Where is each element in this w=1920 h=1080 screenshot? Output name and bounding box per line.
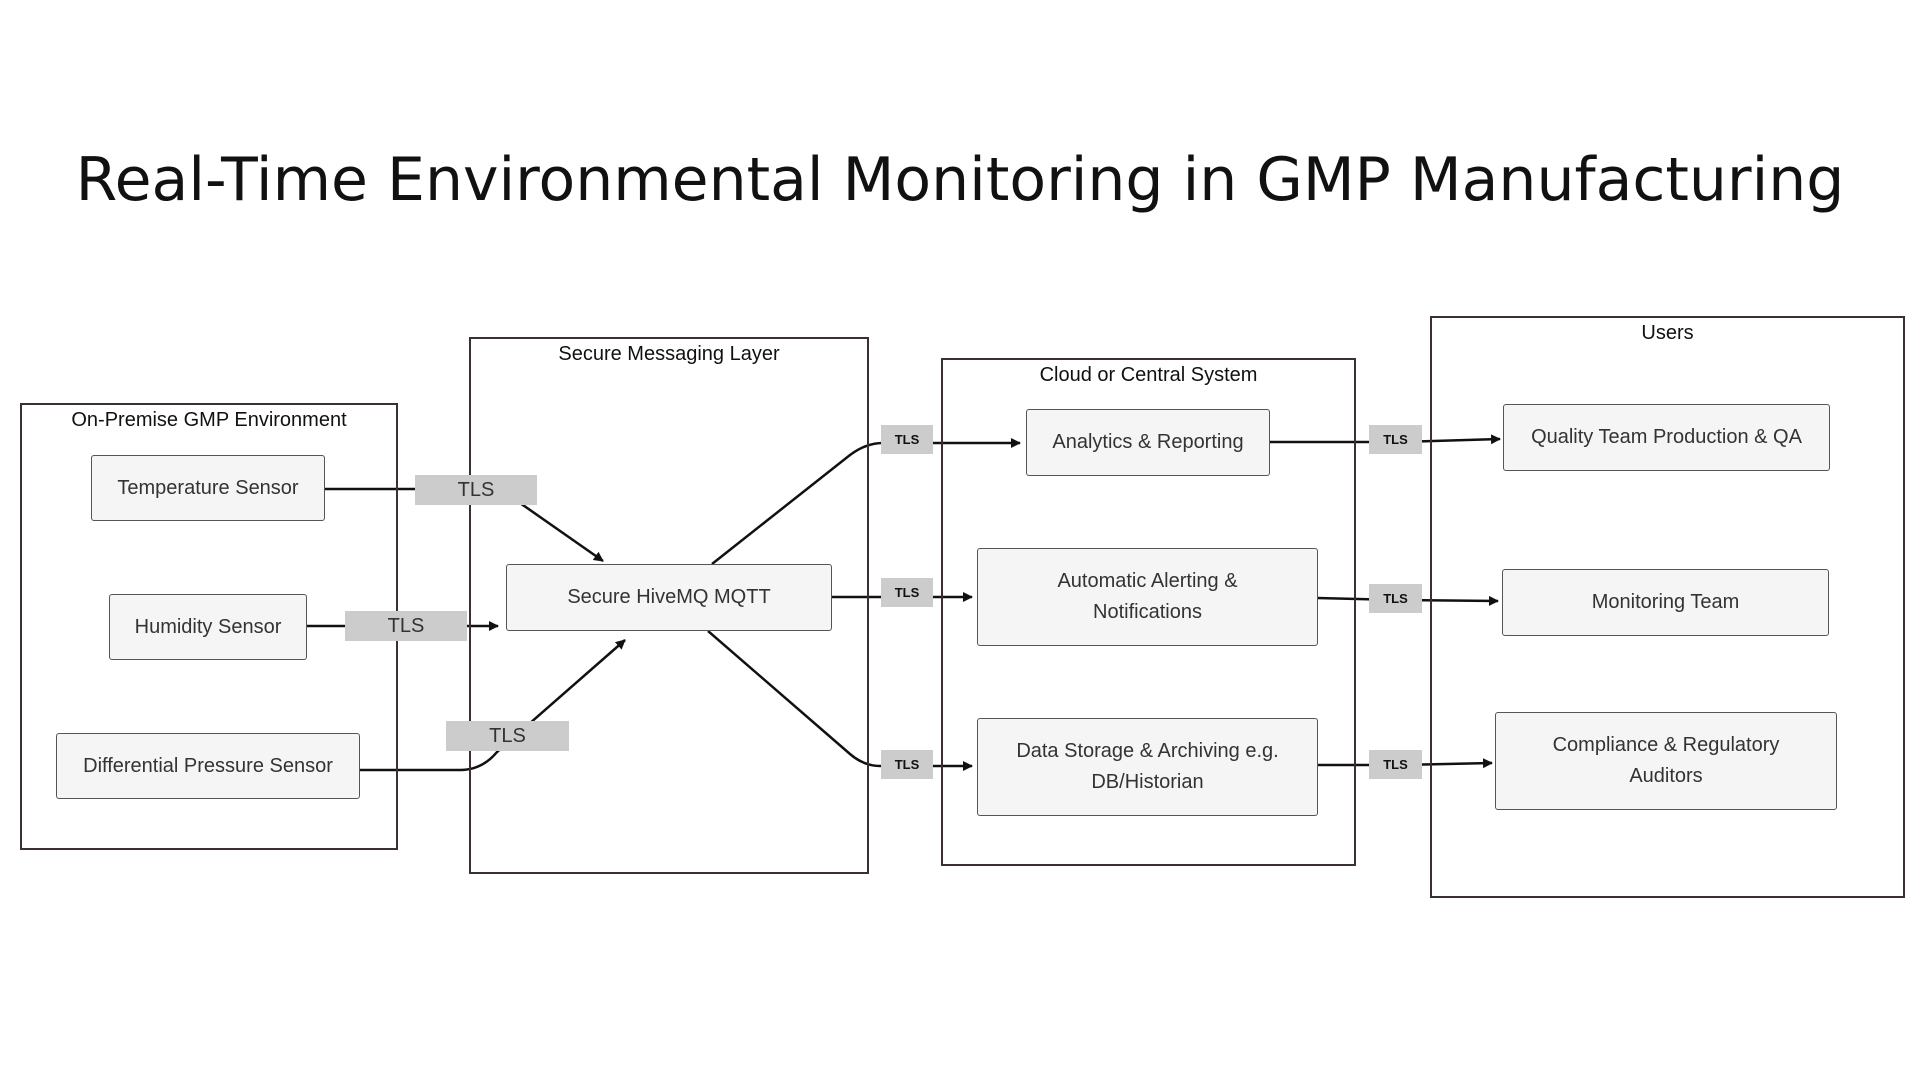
humidity-sensor-label: Humidity Sensor [134,615,282,638]
group-label-on-premise: On-Premise GMP Environment [71,409,347,431]
tls-label-quality: TLS [1369,425,1422,454]
tls-label-storage: TLS [881,750,933,779]
tls-label-compliance: TLS [1369,750,1422,779]
pressure-sensor-node[interactable]: Differential Pressure Sensor [56,733,360,799]
compliance-auditors-node[interactable]: Compliance & Regulatory Auditors [1495,712,1837,810]
edge-mqtt-to-storage [707,630,973,771]
analytics-node[interactable]: Analytics & Reporting [1026,409,1270,476]
tls-label-analytics: TLS [881,425,933,454]
tls-label-monitoring: TLS [1369,584,1422,613]
edge-pressure-to-mqtt [360,639,626,772]
group-label-cloud: Cloud or Central System [1039,364,1258,386]
tls-label-temperature: TLS [415,475,537,505]
group-label-secure-messaging: Secure Messaging Layer [558,343,780,365]
mqtt-broker-label: Secure HiveMQ MQTT [567,586,771,608]
quality-team-node[interactable]: Quality Team Production & QA [1503,404,1830,471]
alerting-label-line1: Automatic Alerting & [1057,570,1238,592]
temperature-sensor-node[interactable]: Temperature Sensor [91,455,325,521]
temperature-sensor-label: Temperature Sensor [117,476,299,499]
group-secure-messaging: Secure Messaging Layer [469,337,869,874]
storage-label-line1: Data Storage & Archiving e.g. [1016,740,1279,762]
storage-node[interactable]: Data Storage & Archiving e.g. DB/Histori… [977,718,1318,816]
monitoring-team-node[interactable]: Monitoring Team [1502,569,1829,636]
monitoring-team-label: Monitoring Team [1591,591,1740,613]
pressure-sensor-label: Differential Pressure Sensor [83,754,333,777]
group-cloud: Cloud or Central System [941,358,1356,866]
alerting-node[interactable]: Automatic Alerting & Notifications [977,548,1318,646]
compliance-label-line2: Auditors [1629,765,1703,787]
storage-label-line2: DB/Historian [1091,771,1204,793]
compliance-label-line1: Compliance & Regulatory [1552,734,1780,756]
alerting-label-line2: Notifications [1093,601,1202,623]
group-users: Users [1430,316,1905,898]
tls-label-humidity: TLS [345,611,467,641]
tls-label-pressure: TLS [446,721,569,751]
group-label-users: Users [1641,322,1694,344]
analytics-label: Analytics & Reporting [1052,431,1244,453]
quality-team-label: Quality Team Production & QA [1531,426,1802,448]
mqtt-broker-node[interactable]: Secure HiveMQ MQTT [506,564,832,631]
tls-label-alerting: TLS [881,578,933,607]
humidity-sensor-node[interactable]: Humidity Sensor [109,594,307,660]
diagram-title: Real-Time Environmental Monitoring in GM… [75,145,1845,215]
